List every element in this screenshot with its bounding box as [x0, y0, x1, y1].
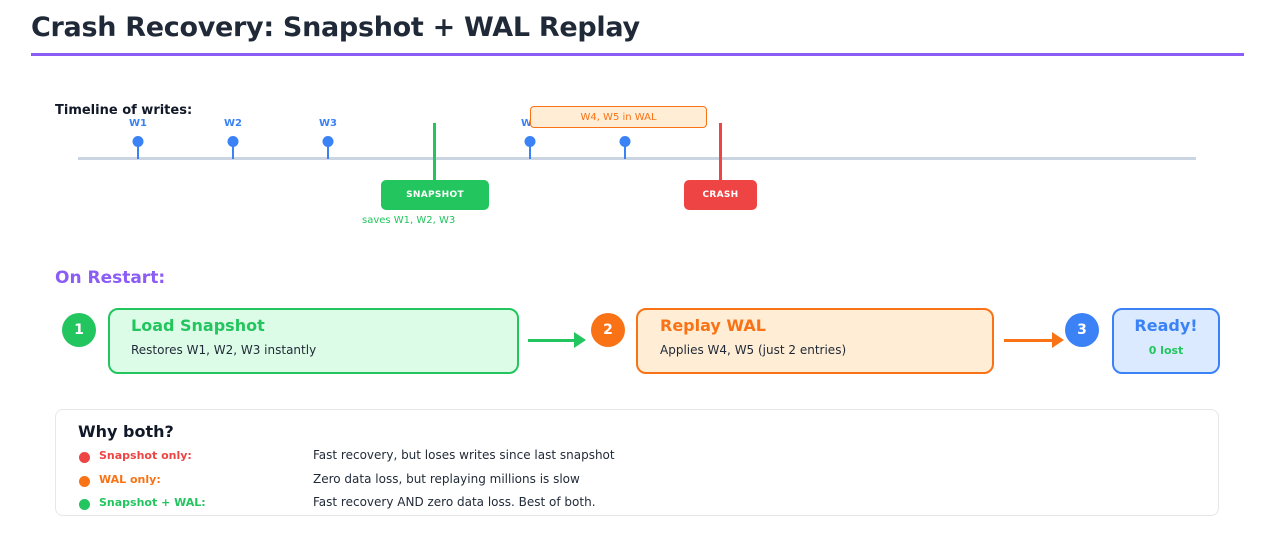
step-replay-wal: [636, 308, 994, 374]
legend-description: Fast recovery AND zero data loss. Best o…: [313, 495, 596, 509]
write-marker-w4: [524, 136, 536, 147]
crash-marker: [719, 123, 722, 180]
green-dot-icon: [79, 499, 90, 510]
write-marker-stem: [529, 145, 531, 159]
title-underline: [31, 53, 1244, 56]
snapshot-marker: [433, 123, 436, 180]
legend-name: Snapshot only:: [99, 449, 192, 462]
lost-count: 0 lost: [1148, 344, 1184, 357]
write-marker-w3: [322, 136, 334, 147]
step-ready: [1112, 308, 1220, 374]
red-dot-icon: [79, 452, 90, 463]
write-marker-w5: [619, 136, 631, 147]
arrow-line: [528, 339, 576, 342]
step-load-snapshot: [108, 308, 519, 374]
wal-range-box: W4, W5 in WAL: [530, 106, 707, 128]
step-number-2: 2: [591, 313, 625, 347]
legend-description: Zero data loss, but replaying millions i…: [313, 472, 580, 486]
step-title: Ready!: [1134, 316, 1198, 335]
write-label-w3: W3: [319, 118, 337, 129]
snapshot-note: saves W1, W2, W3: [362, 215, 456, 226]
legend-name: Snapshot + WAL:: [99, 496, 206, 509]
step-description: Applies W4, W5 (just 2 entries): [660, 343, 847, 357]
step-description: Restores W1, W2, W3 instantly: [131, 343, 317, 357]
step-title: Load Snapshot: [131, 316, 265, 335]
step-number-3: 3: [1065, 313, 1099, 347]
write-marker-stem: [232, 145, 234, 159]
page-title: Crash Recovery: Snapshot + WAL Replay: [31, 12, 640, 43]
legend-name: WAL only:: [99, 473, 161, 486]
restart-heading: On Restart:: [55, 268, 166, 288]
arrow-right-icon: [1052, 332, 1064, 348]
orange-dot-icon: [79, 476, 90, 487]
snapshot-badge: SNAPSHOT: [381, 180, 489, 210]
arrow-line: [1004, 339, 1054, 342]
timeline-label: Timeline of writes:: [55, 103, 193, 118]
write-marker-stem: [137, 145, 139, 159]
write-marker-w2: [227, 136, 239, 147]
write-marker-stem: [327, 145, 329, 159]
write-marker-w1: [132, 136, 144, 147]
crash-badge: CRASH: [684, 180, 757, 210]
legend-description: Fast recovery, but loses writes since la…: [313, 448, 615, 462]
why-both-card: [55, 409, 1219, 516]
write-label-w2: W2: [224, 118, 242, 129]
timeline-axis: [78, 157, 1196, 160]
write-marker-stem: [624, 145, 626, 159]
arrow-right-icon: [574, 332, 586, 348]
write-label-w1: W1: [129, 118, 147, 129]
step-number-1: 1: [62, 313, 96, 347]
step-title: Replay WAL: [660, 316, 766, 335]
why-both-heading: Why both?: [78, 422, 174, 441]
